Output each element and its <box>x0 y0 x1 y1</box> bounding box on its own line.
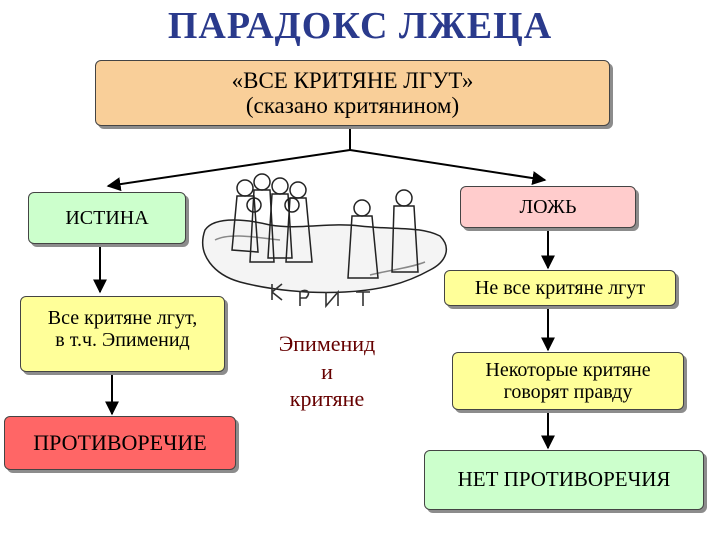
page-title: ПАРАДОКС ЛЖЕЦА <box>167 5 553 47</box>
all-lie-box: Все критяне лгут, в т.ч. Эпименид <box>20 296 225 372</box>
truth-box: ИСТИНА <box>28 192 186 244</box>
lie-label: ЛОЖЬ <box>519 196 577 218</box>
lie-box: ЛОЖЬ <box>460 186 636 228</box>
not-all-lie-label: Не все критяне лгут <box>474 277 646 299</box>
not-all-lie-box: Не все критяне лгут <box>444 270 676 306</box>
arrow-to-lie-diag <box>349 149 547 186</box>
crete-island-illustration <box>202 173 448 309</box>
some-tell-truth-line1: Некоторые критяне <box>485 359 651 381</box>
all-lie-line2: в т.ч. Эпименид <box>55 329 190 351</box>
figures-group-right <box>347 189 419 279</box>
statement-line2: (сказано критянином) <box>245 93 460 118</box>
arrow-to-truth-diag <box>106 149 351 192</box>
contradiction-box: ПРОТИВОРЕЧИЕ <box>4 416 236 470</box>
contradiction-label: ПРОТИВОРЕЧИЕ <box>33 429 207 455</box>
no-contradiction-box: НЕТ ПРОТИВОРЕЧИЯ <box>424 450 704 510</box>
island-lettering-krit <box>271 283 370 309</box>
center-label-line3: критяне <box>289 386 365 411</box>
all-lie-line1: Все критяне лгут, <box>47 307 198 329</box>
center-label-line2: и <box>321 358 333 384</box>
some-tell-truth-box: Некоторые критяне говорят правду <box>452 352 684 410</box>
center-label-line1: Эпименид <box>278 331 376 356</box>
no-contradiction-label: НЕТ ПРОТИВОРЕЧИЯ <box>457 467 671 492</box>
center-label: Эпименид и критяне <box>262 330 392 413</box>
figures-group-left <box>231 173 313 263</box>
some-tell-truth-line2: говорят правду <box>503 381 633 403</box>
statement-line1: «ВСЕ КРИТЯНЕ ЛГУТ» <box>231 67 474 93</box>
statement-box: «ВСЕ КРИТЯНЕ ЛГУТ» (сказано критянином) <box>95 60 610 126</box>
truth-label: ИСТИНА <box>65 207 149 229</box>
